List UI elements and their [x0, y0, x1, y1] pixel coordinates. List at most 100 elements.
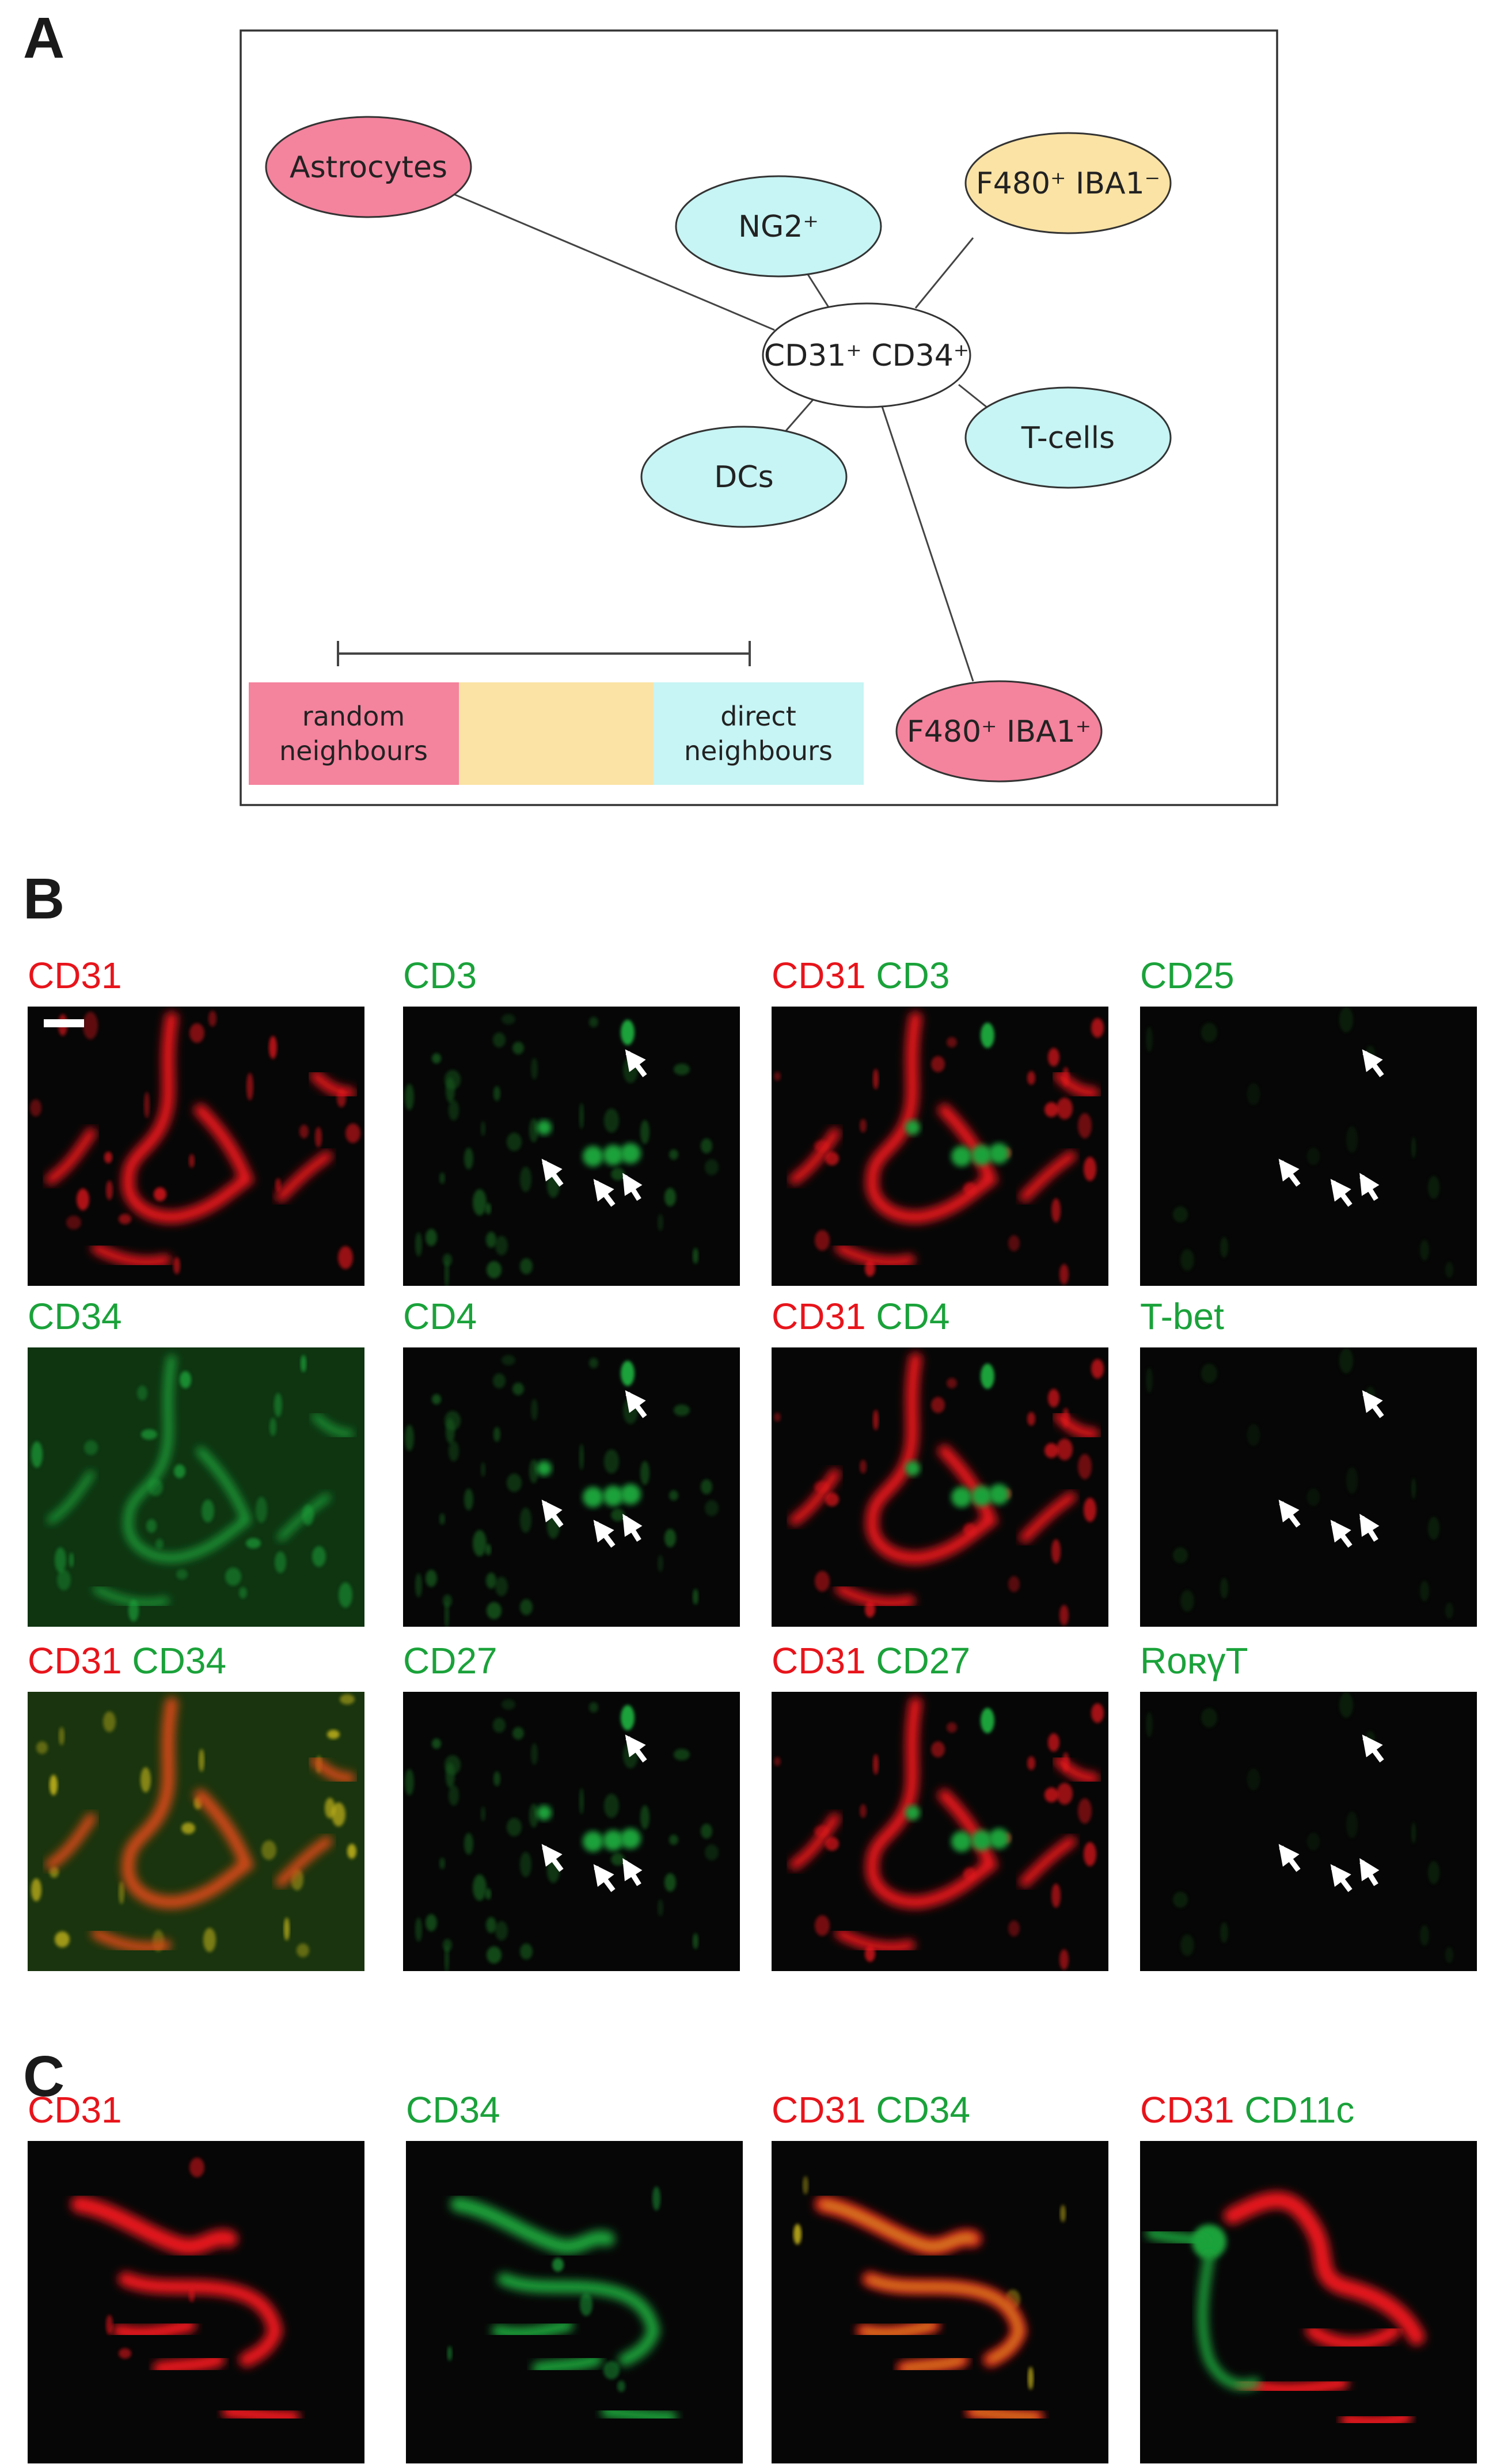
- background-speck: [106, 2315, 113, 2334]
- background-speck: [1180, 1590, 1194, 1612]
- t-cell: [620, 1484, 641, 1505]
- background-speck: [815, 1571, 830, 1592]
- background-speck: [1057, 1098, 1073, 1119]
- vessel-segment: [112, 2318, 196, 2341]
- channel-name: CD31: [28, 1640, 122, 1681]
- background-speck: [297, 1943, 309, 1957]
- background-speck: [674, 1749, 690, 1760]
- node-label-f480-iba1-pos: F480⁺ IBA1⁺: [907, 715, 1091, 749]
- scale-bar: [44, 1019, 84, 1027]
- background-speck: [701, 1138, 712, 1153]
- background-speck: [269, 1418, 276, 1436]
- background-speck: [793, 2224, 802, 2245]
- node-f480-iba1-neg: F480⁺ IBA1⁻: [964, 132, 1172, 234]
- t-cell: [951, 1146, 972, 1167]
- background-speck: [1307, 1148, 1320, 1165]
- background-speck: [432, 1053, 441, 1064]
- background-speck: [1048, 1048, 1059, 1066]
- background-speck: [1180, 1249, 1194, 1271]
- background-speck: [119, 2348, 131, 2359]
- background-speck: [338, 1246, 353, 1269]
- arrow-icon: [1330, 1179, 1353, 1207]
- channel-label: CD27: [403, 1640, 497, 1681]
- vessel-segment: [93, 1586, 169, 1607]
- background-speck: [77, 1189, 89, 1210]
- edge-t-cells: [958, 384, 991, 411]
- arrow-icon: [625, 1390, 647, 1418]
- background-speck: [493, 1086, 500, 1101]
- background-speck: [274, 1393, 282, 1417]
- vessel-segment: [497, 2272, 660, 2367]
- background-speck: [495, 1236, 508, 1255]
- background-speck: [873, 1754, 879, 1775]
- background-speck: [931, 1056, 945, 1072]
- background-speck: [947, 1378, 957, 1388]
- background-speck: [1057, 1783, 1073, 1805]
- background-speck: [493, 1771, 500, 1786]
- t-cell: [620, 1828, 641, 1849]
- micrograph-image: [28, 1347, 364, 1627]
- background-speck: [426, 1570, 437, 1587]
- channel-label: CD31 CD34: [28, 1640, 226, 1681]
- t-cell: [583, 1146, 603, 1167]
- background-speck: [604, 1108, 619, 1133]
- t-cell: [971, 1486, 992, 1506]
- background-speck: [1008, 1576, 1020, 1592]
- micrograph-image: [772, 2141, 1108, 2463]
- channel-label: CD34: [406, 2089, 500, 2131]
- background-speck: [140, 1767, 151, 1793]
- background-speck: [1028, 2367, 1034, 2390]
- background-speck: [1048, 1389, 1059, 1407]
- micrograph-background: [772, 2141, 1108, 2463]
- background-speck: [1044, 1443, 1058, 1458]
- vessel-segment: [1054, 1070, 1100, 1099]
- vessel-segment: [901, 2356, 965, 2372]
- background-speck: [1220, 1237, 1228, 1258]
- background-speck: [487, 1946, 502, 1964]
- t-cell: [989, 1484, 1009, 1505]
- vessel-segment: [1340, 2410, 1412, 2429]
- background-speck: [604, 1794, 619, 1818]
- background-speck: [405, 1769, 414, 1795]
- background-speck: [502, 1699, 515, 1710]
- background-speck: [502, 1355, 515, 1365]
- channel-name: CD34: [132, 1640, 226, 1681]
- legend-label-random-2: neighbours: [279, 735, 428, 766]
- background-speck: [669, 1149, 678, 1160]
- legend-label-direct-2: neighbours: [684, 735, 833, 766]
- background-speck: [464, 1833, 473, 1855]
- background-speck: [611, 1168, 625, 1180]
- background-speck: [617, 2381, 625, 2392]
- arrow-icon: [1359, 1172, 1380, 1201]
- channel-name: CD31: [772, 1296, 866, 1337]
- background-speck: [1008, 1235, 1020, 1251]
- background-speck: [674, 1064, 690, 1075]
- micrograph-tile: CD31: [28, 2089, 364, 2463]
- background-speck: [432, 1738, 441, 1749]
- background-speck: [312, 1546, 326, 1567]
- micrograph-tile: CD27: [403, 1640, 740, 1971]
- micrograph-background: [406, 2141, 743, 2463]
- background-speck: [202, 1499, 214, 1523]
- micrograph-image: [1140, 1692, 1477, 1971]
- background-speck: [512, 1383, 524, 1395]
- background-speck: [315, 1127, 322, 1148]
- channel-label: CD3: [403, 955, 477, 996]
- background-speck: [931, 1397, 945, 1413]
- background-speck: [589, 1358, 598, 1368]
- channel-label: CD25: [1140, 955, 1234, 996]
- background-speck: [1146, 1368, 1153, 1393]
- legend-label-random-1: random: [302, 701, 405, 732]
- channel-name: CD27: [403, 1640, 497, 1681]
- background-speck: [611, 1853, 625, 1866]
- legend: random neighbours direct neighbours: [249, 641, 864, 785]
- channel-name: CD3: [876, 955, 949, 996]
- micrograph-tile: CD4: [403, 1296, 740, 1627]
- background-speck: [693, 1248, 698, 1264]
- background-speck: [705, 1844, 719, 1861]
- background-speck: [57, 1570, 71, 1590]
- micrograph-image: [772, 1007, 1108, 1286]
- vessel-segment: [153, 2352, 225, 2376]
- background-speck: [449, 1100, 459, 1121]
- background-speck: [189, 1154, 195, 1168]
